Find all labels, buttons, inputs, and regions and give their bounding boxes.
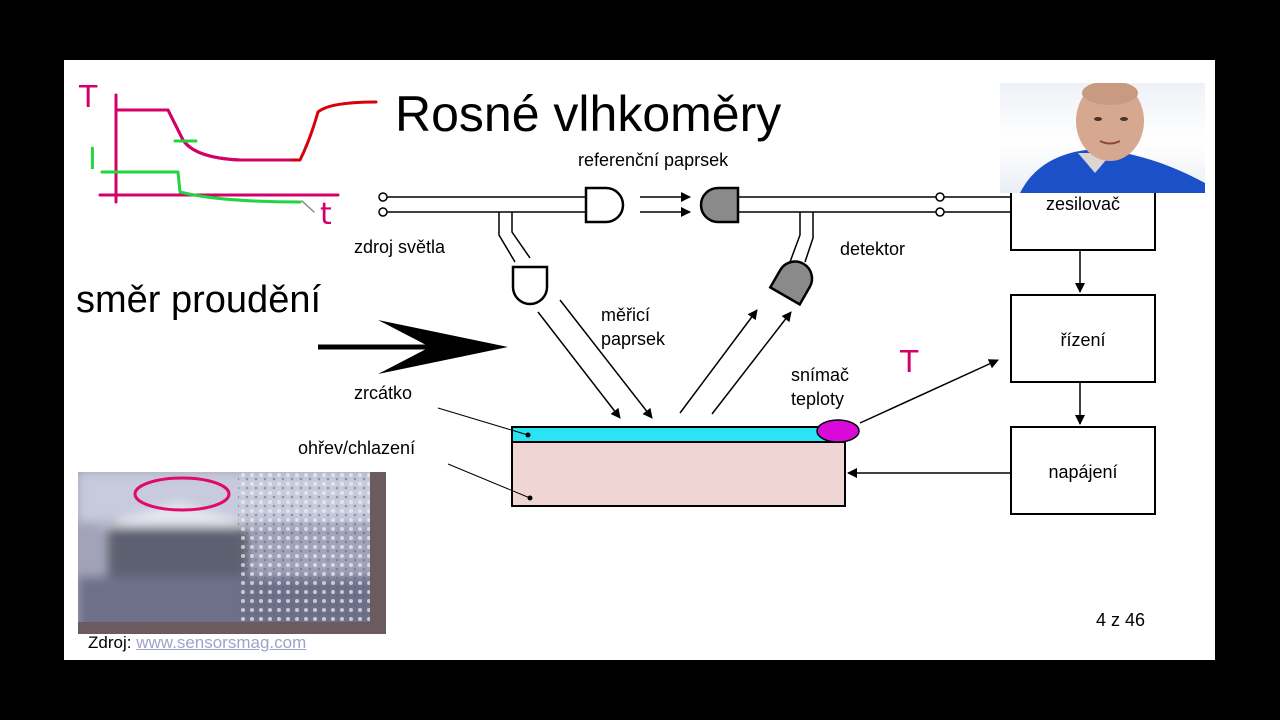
flow-direction-label: směr proudění: [76, 279, 322, 321]
measuring-beam-label-2: paprsek: [601, 329, 666, 349]
measuring-beams: [537, 299, 792, 419]
reference-source-shape: [584, 186, 625, 224]
amplifier-label: zesilovač: [1045, 194, 1121, 214]
handwritten-I-axis: I: [88, 142, 97, 177]
webcam-overlay: [1000, 83, 1205, 193]
heating-cooling-body: [511, 441, 846, 507]
page-number: 4 z 46: [1096, 610, 1146, 630]
mirror-label: zrcátko: [354, 383, 413, 403]
temperature-sensor: [816, 419, 860, 443]
source-label: Zdroj:: [88, 633, 132, 652]
measuring-detector-shape: [768, 260, 814, 307]
measuring-source-shape: [511, 265, 549, 306]
control-arrows: [847, 250, 1085, 478]
reference-beam-arrows: [640, 192, 691, 217]
handwritten-t-axis: t: [320, 197, 332, 232]
temp-sensor-label-1: snímač: [791, 365, 850, 385]
detector-tube: [789, 212, 814, 263]
photo-drawing: [78, 472, 386, 634]
handwritten-T-sensor: T: [900, 345, 919, 380]
temp-sensor-label-2: teploty: [791, 389, 845, 409]
condensation-photo: [78, 472, 386, 634]
reference-beam-label: referenční paprsek: [578, 150, 729, 170]
measuring-beam-label-1: měřicí: [601, 305, 650, 325]
light-source-label: zdroj světla: [354, 237, 446, 257]
heating-cooling-label: ohřev/chlazení: [298, 438, 416, 458]
reference-wires: [378, 192, 1010, 217]
source-link[interactable]: www.sensorsmag.com: [136, 633, 307, 652]
slide-title: Rosné vlhkoměry: [395, 86, 782, 142]
power-supply-box: napájení: [1010, 426, 1156, 515]
presenter-figure: [1020, 83, 1205, 193]
detector-label: detektor: [840, 239, 906, 259]
control-box: řízení: [1010, 294, 1156, 383]
mirror-layer: [511, 426, 846, 443]
source-line: Zdroj: www.sensorsmag.com: [88, 633, 306, 653]
flow-arrow: [318, 320, 508, 374]
reference-detector-shape: [699, 186, 740, 224]
source-tube: [498, 212, 531, 263]
leader-lines: [437, 407, 531, 499]
power-supply-label: napájení: [1048, 462, 1118, 482]
handwritten-graph: [98, 93, 378, 213]
handwritten-T-axis: T: [79, 80, 98, 115]
control-label: řízení: [1060, 330, 1106, 350]
